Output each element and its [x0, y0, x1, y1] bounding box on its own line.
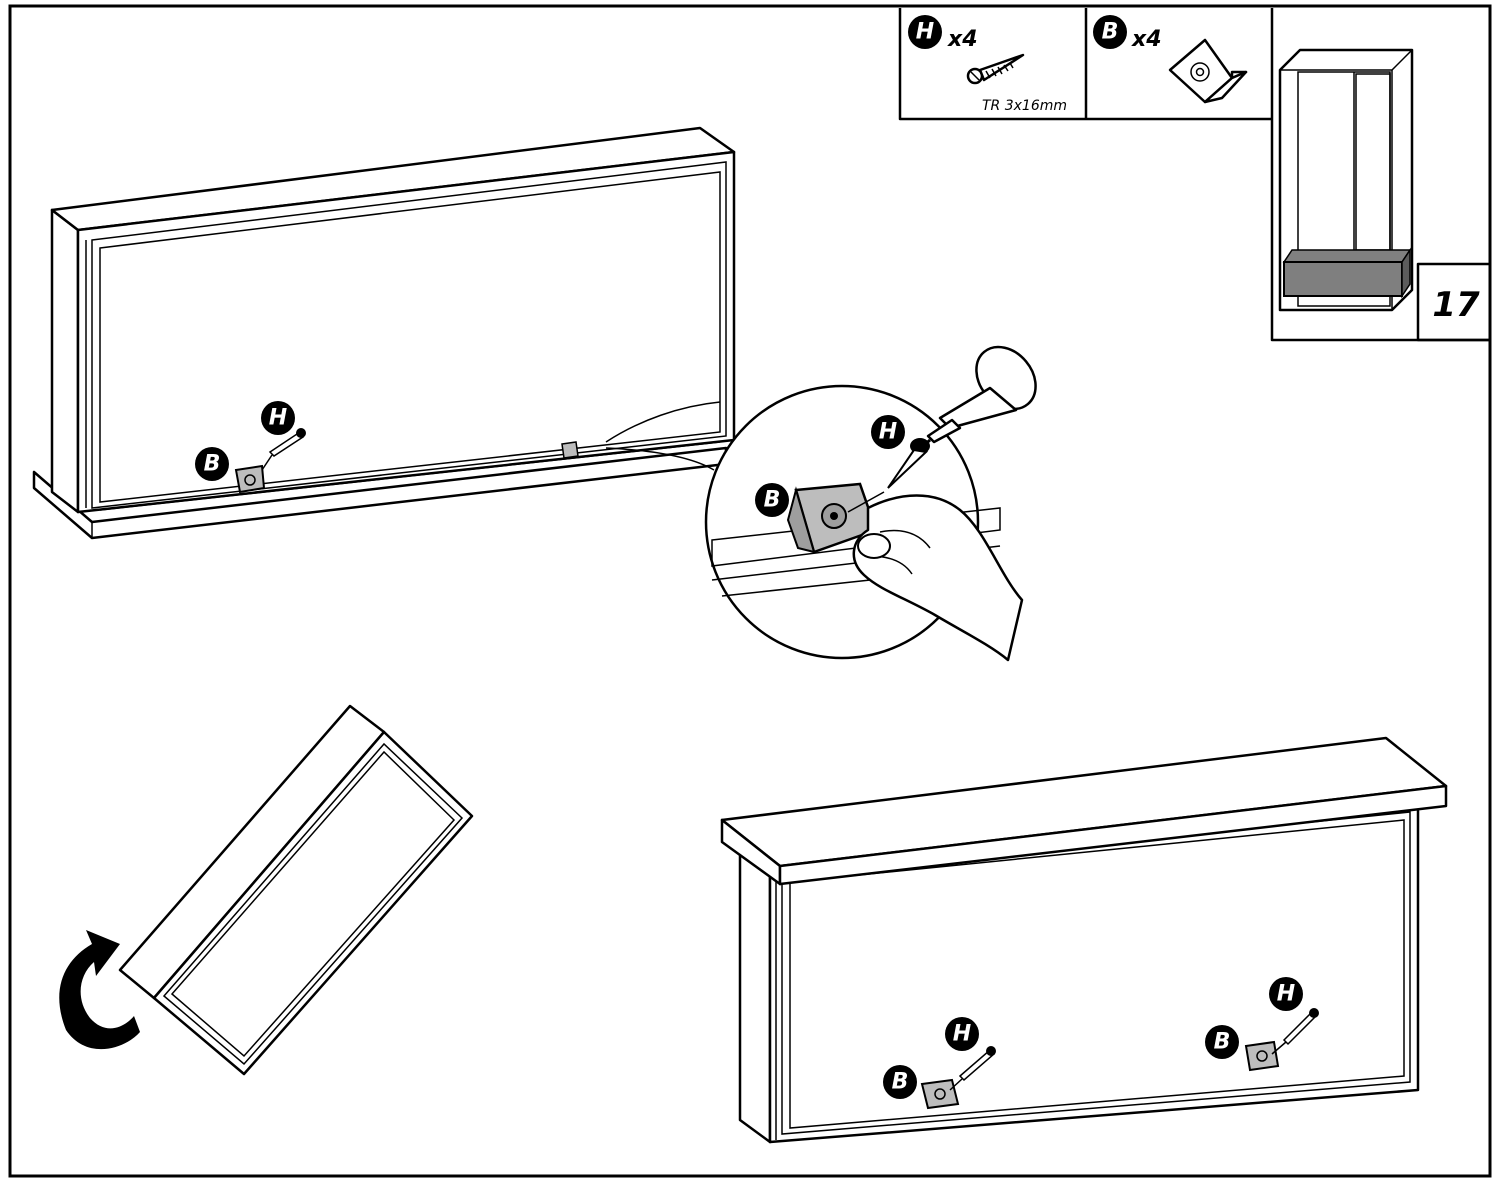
screw-icon [966, 53, 1025, 85]
part-b-letter: B [1102, 20, 1119, 45]
part-h-quantity: x4 [947, 27, 978, 52]
drawer-inverted-assembly: H B H B [720, 736, 1448, 1144]
callout-block-marker [195, 447, 229, 481]
screw-icon [958, 1046, 996, 1082]
parts-list: H x4 TR 3x16mm B x4 [898, 8, 1274, 121]
corner-block-icon [920, 1078, 960, 1110]
callout-screw-label: H [1277, 982, 1295, 1007]
callout-screw-marker [945, 1017, 979, 1051]
part-b-marker [1093, 15, 1127, 49]
callout-screw-marker [1269, 977, 1303, 1011]
rotate-drawer [118, 704, 474, 1076]
corner-block-icon [561, 441, 579, 459]
part-h-spec: TR 3x16mm [982, 98, 1067, 114]
corner-block-icon [1168, 38, 1248, 104]
callout-screw-label: H [879, 420, 897, 445]
callout-screw-label: H [953, 1022, 971, 1047]
callout-block-marker [883, 1065, 917, 1099]
callout-screw-label: H [269, 406, 287, 431]
zoom-detail: H B [605, 345, 1037, 662]
callout-block-label: B [764, 488, 781, 513]
screw-icon [1282, 1008, 1319, 1046]
callout-screw-marker [871, 415, 905, 449]
screwdriver-icon [921, 345, 1037, 449]
callout-block-marker [755, 483, 789, 517]
callout-block-label: B [204, 452, 221, 477]
part-b-quantity: x4 [1131, 27, 1162, 52]
screw-icon [887, 438, 930, 489]
part-h-marker [908, 15, 942, 49]
step-number: 17 [1432, 285, 1480, 325]
hand-icon [852, 494, 1024, 662]
page-border [8, 4, 1492, 1178]
corner-block-icon [234, 464, 266, 494]
callout-block-marker [1205, 1025, 1239, 1059]
callout-screw-marker [261, 401, 295, 435]
drawer-front-assembly: H B [32, 126, 736, 540]
part-b: B x4 [1093, 15, 1248, 104]
callout-block-label: B [1214, 1030, 1231, 1055]
rotate-arrow-icon [59, 930, 140, 1050]
screw-icon [268, 428, 306, 457]
part-h: H x4 TR 3x16mm [908, 15, 1067, 114]
overview-box: 17 [1270, 48, 1492, 342]
part-h-letter: H [916, 20, 934, 45]
corner-block-icon [1244, 1040, 1280, 1072]
wardrobe-overview-icon [1278, 48, 1414, 312]
callout-block-label: B [892, 1070, 909, 1095]
